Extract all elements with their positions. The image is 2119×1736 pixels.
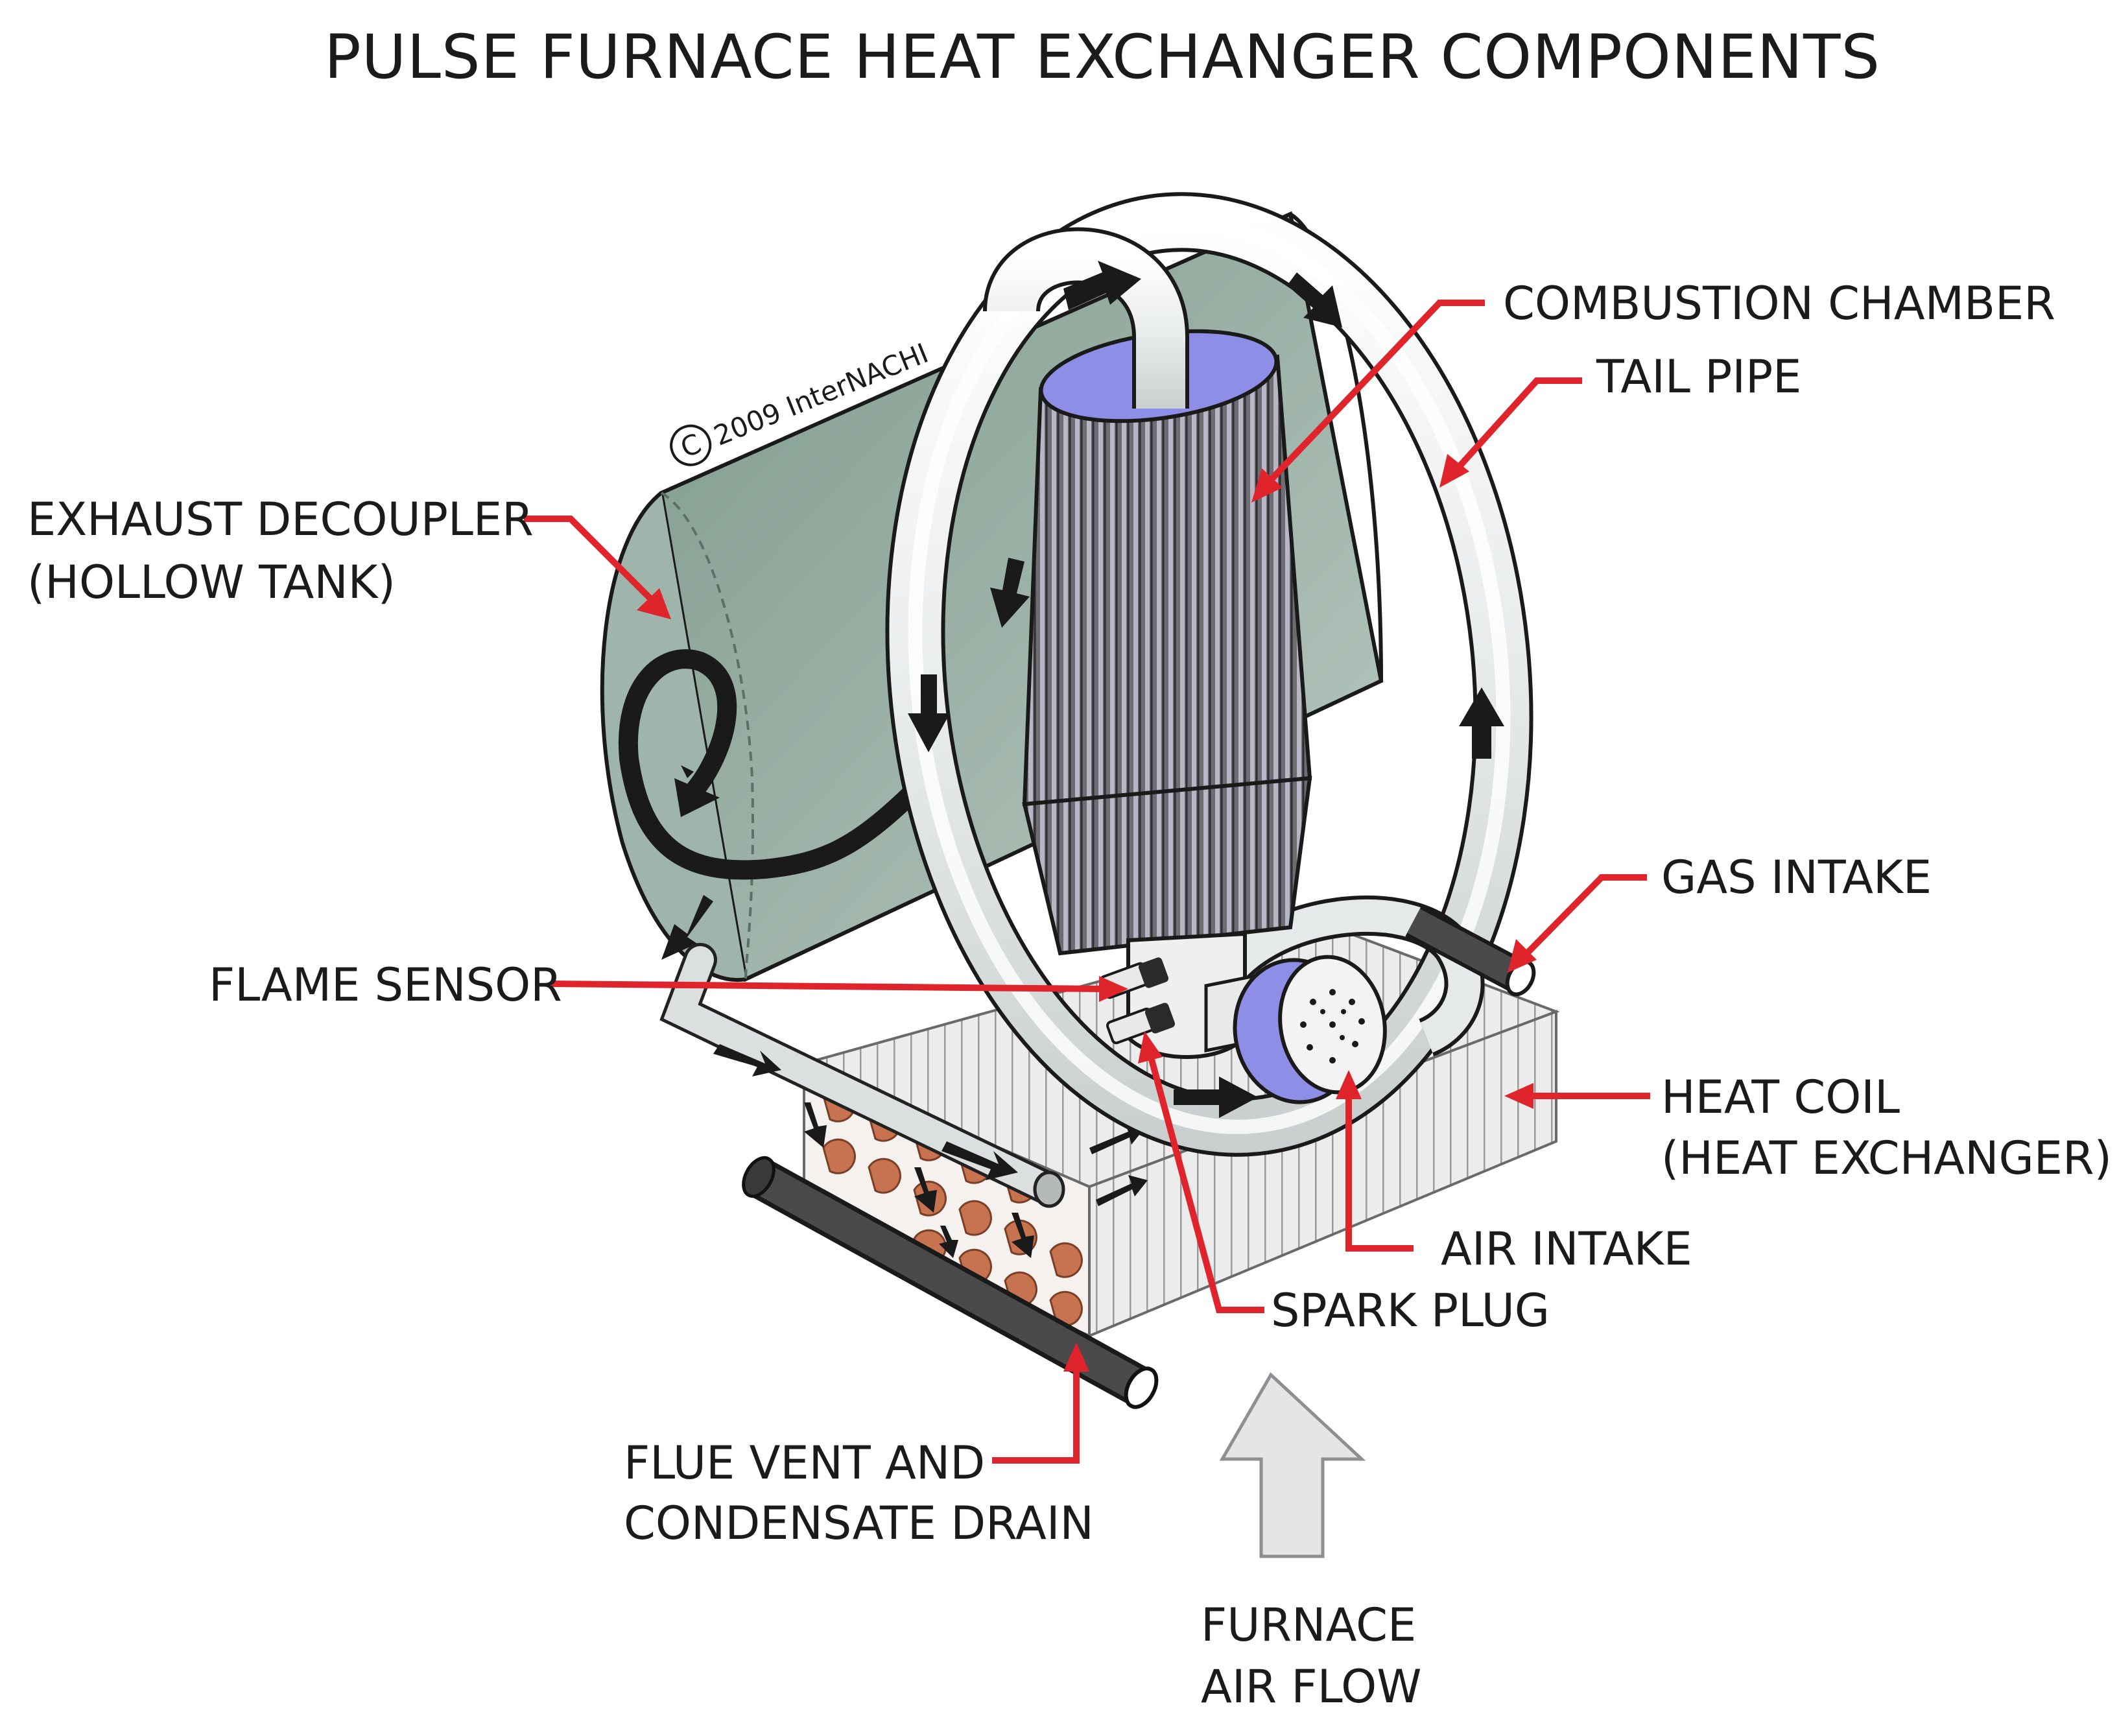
tank-flow-arrow-icon (661, 895, 713, 960)
label-flame-sensor: FLAME SENSOR (209, 958, 562, 1012)
svg-text:C: C (676, 427, 706, 464)
spark-plug (1106, 1003, 1176, 1045)
label-furnace-air-flow-sub: AIR FLOW (1201, 1660, 1422, 1713)
label-heat-coil: HEAT COIL (1661, 1071, 1900, 1124)
combustion-chamber (1022, 329, 1312, 1059)
air-intake-holes (1300, 989, 1365, 1064)
label-furnace-air-flow: FURNACE (1201, 1599, 1416, 1652)
label-heat-coil-sub: (HEAT EXCHANGER) (1661, 1132, 2112, 1185)
label-gas-intake: GAS INTAKE (1661, 851, 1932, 904)
label-exhaust-decoupler-sub: (HOLLOW TANK) (27, 556, 396, 609)
label-spark-plug: SPARK PLUG (1271, 1284, 1550, 1337)
label-tail-pipe: TAIL PIPE (1596, 350, 1801, 403)
label-exhaust-decoupler: EXHAUST DECOUPLER (27, 493, 534, 546)
label-flue-vent: FLUE VENT AND (624, 1436, 985, 1490)
label-flue-vent-sub: CONDENSATE DRAIN (624, 1497, 1094, 1550)
tail-pipe-flow-arrows (681, 261, 1504, 1118)
label-combustion-chamber: COMBUSTION CHAMBER (1503, 277, 2055, 330)
exhaust-hose-arrow-icon (674, 778, 720, 817)
decoupler-outlet-pipe (659, 943, 1065, 1208)
air-intake-canister (1204, 955, 1387, 1104)
leader-lines (524, 300, 1650, 1464)
exhaust-hose (618, 649, 937, 880)
label-air-intake: AIR INTAKE (1441, 1222, 1692, 1276)
diagram-title: PULSE FURNACE HEAT EXCHANGER COMPONENTS (324, 22, 1880, 93)
furnace-air-flow-arrow-icon (1219, 1372, 1366, 1558)
